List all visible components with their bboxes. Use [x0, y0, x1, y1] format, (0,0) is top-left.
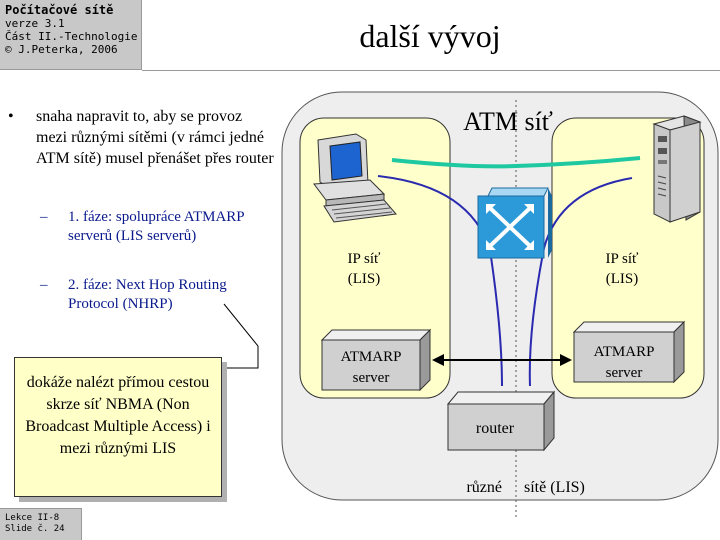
copyright-text: © J.Peterka, 2006 [5, 43, 118, 56]
atmarp-right-label-1: ATMARP [594, 344, 655, 360]
router-box: router [446, 390, 556, 452]
bullet-marker: • [8, 108, 14, 125]
header-divider [142, 70, 720, 71]
sub-item-2-text: 2. fáze: Next Hop Routing Protocol (NHRP… [68, 277, 227, 312]
bullet-text: snaha napravit to, aby se provoz mezi rů… [36, 108, 274, 167]
ip-right-label-2: (LIS) [606, 271, 639, 287]
slide-title: další vývoj [359, 18, 501, 54]
atmarp-link-arrow [432, 354, 572, 366]
dash-marker: – [40, 209, 48, 225]
computer-icon [313, 133, 397, 223]
dash-marker: – [40, 277, 48, 293]
atmarp-server-right: ATMARP server [572, 320, 686, 384]
ip-left-label-1: IP síť [348, 251, 382, 267]
slide-number-text: Slide č. 24 [5, 524, 65, 534]
footer-box: Lekce II-8 Slide č. 24 [0, 508, 82, 540]
bottom-label-left: různé [466, 479, 502, 496]
atm-switch-icon [477, 187, 552, 259]
atmarp-left-label-2: server [353, 370, 390, 386]
ip-right-label-1: IP síť [606, 251, 640, 267]
bottom-label-right: sítě (LIS) [524, 479, 585, 496]
server-icon [652, 115, 702, 223]
course-title: Počítačové sítě [5, 3, 114, 17]
part-text: Část II.-Technologie [5, 30, 138, 43]
atm-network-label: ATM síť [463, 107, 553, 136]
router-label: router [476, 420, 515, 437]
atmarp-server-left: ATMARP server [320, 328, 432, 392]
lesson-text: Lekce II-8 [5, 513, 60, 523]
version-text: verze 3.1 [5, 17, 65, 30]
teal-link [391, 156, 641, 169]
sub-item-1-text: 1. fáze: spolupráce ATMARP serverů (LIS … [68, 209, 245, 244]
callout-pointer [222, 303, 259, 369]
atmarp-left-label-1: ATMARP [341, 349, 402, 365]
atmarp-right-label-2: server [606, 365, 643, 381]
header-info-box: Počítačové sítě verze 3.1 Část II.-Techn… [0, 0, 142, 70]
callout-note: dokáže nalézt přímou cestou skrze síť NB… [14, 357, 222, 497]
ip-left-label-2: (LIS) [348, 271, 381, 287]
